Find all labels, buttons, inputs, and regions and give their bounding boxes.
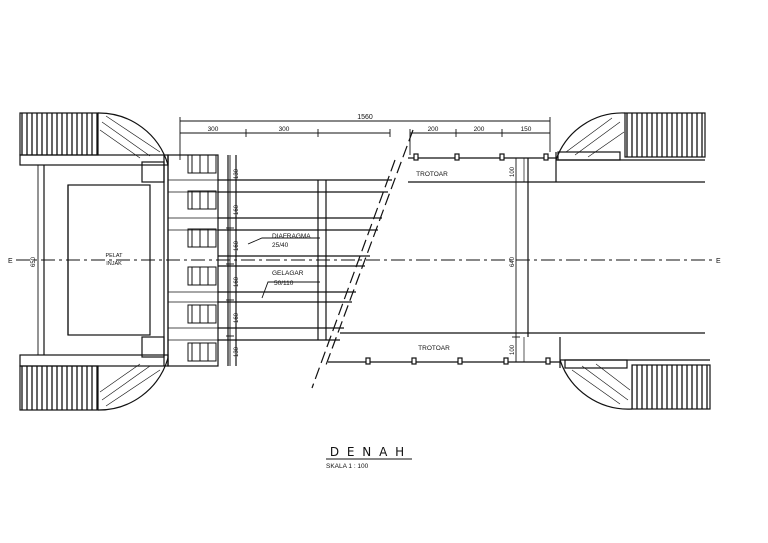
- centerline-mark-left: E: [8, 258, 13, 265]
- railing-posts-bottom: [365, 357, 551, 365]
- dim-sidewalk-top: 100: [510, 166, 516, 177]
- dim-vertical-4: 160: [234, 276, 240, 287]
- dim-top-right-1: 200: [428, 126, 439, 133]
- dimension-lines: [34, 117, 551, 366]
- dim-vertical-2: 160: [234, 204, 240, 215]
- dim-vertical-1: 130: [234, 168, 240, 179]
- break-lines: [311, 129, 414, 389]
- drawing-title: D E N A H: [330, 445, 406, 459]
- drawing-scale: SKALA 1 : 100: [326, 463, 369, 470]
- dim-vertical-5: 160: [234, 312, 240, 323]
- label-girder-name: GELAGAR: [272, 270, 304, 277]
- dim-vertical-6: 130: [234, 346, 240, 357]
- label-sidewalk-top: TROTOAR: [416, 171, 448, 178]
- centerline-mark-right: E: [716, 258, 721, 265]
- label-sidewalk-bottom: TROTOAR: [418, 345, 450, 352]
- label-diaphragm-name: DIAFRAGMA: [272, 233, 311, 240]
- dim-deck-width: 640: [510, 256, 516, 267]
- railing-posts-top: [413, 153, 549, 161]
- label-girder-size: 50/110: [274, 280, 294, 287]
- dim-abutment-width: 650: [31, 256, 37, 267]
- right-abutment: [555, 112, 711, 410]
- girders: [168, 179, 392, 341]
- dim-top-left-2: 300: [279, 126, 290, 133]
- label-diaphragm-size: 25/40: [272, 242, 289, 249]
- dim-vertical-3: 160: [234, 240, 240, 251]
- dim-sidewalk-bottom: 100: [510, 344, 516, 355]
- deck-right-span: [328, 153, 705, 365]
- annotations: 1560 300 300 200 200 150 130 160 160 160…: [8, 114, 721, 470]
- dim-top-right-2: 200: [474, 126, 485, 133]
- label-approach-slab-1: PELAT: [105, 253, 123, 259]
- dim-top-right-3: 150: [521, 126, 532, 133]
- dim-overall: 1560: [357, 114, 373, 121]
- label-approach-slab-2: INJAK: [106, 261, 122, 267]
- dim-top-left-1: 300: [208, 126, 219, 133]
